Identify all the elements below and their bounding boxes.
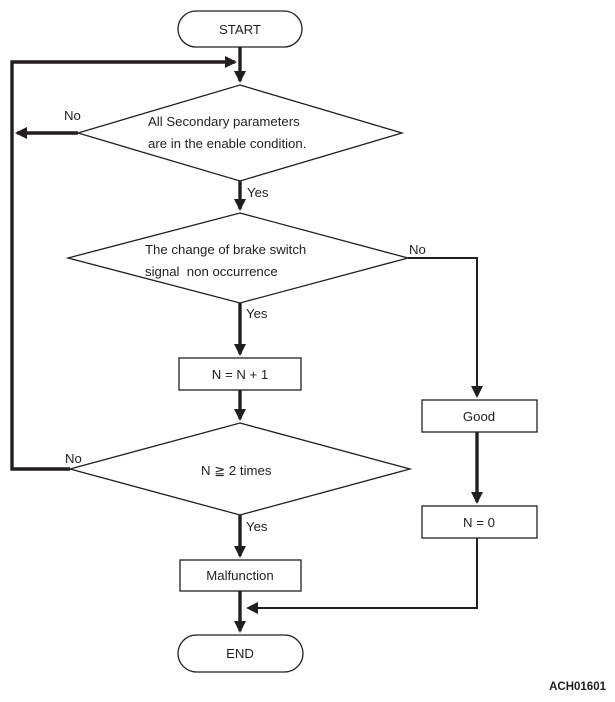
end-node (177, 634, 304, 673)
end-label: END (226, 646, 254, 661)
start-node (177, 10, 303, 48)
label-count-no: No (65, 451, 82, 466)
arrow-brake-switch-no (408, 257, 483, 398)
label-parameters-yes: Yes (247, 185, 269, 200)
check-parameters-label-line1: All Secondary parameters (148, 114, 300, 129)
label-parameters-no: No (64, 108, 81, 123)
reset-counter-box (421, 505, 538, 539)
label-brake-switch-no: No (409, 242, 426, 257)
malfunction-label: Malfunction (206, 568, 273, 583)
check-count-decision (67, 422, 413, 516)
check-brake-switch-label-line1: The change of brake switch (145, 242, 306, 257)
arrow-reset-to-end-merge (246, 538, 478, 614)
check-parameters-decision (75, 84, 405, 182)
increment-counter-box (178, 357, 302, 391)
check-parameters-label-line2: are in the enable condition. (148, 136, 306, 151)
label-count-yes: Yes (246, 519, 268, 534)
good-label: Good (463, 409, 495, 424)
start-label: START (219, 22, 261, 37)
good-box (421, 399, 538, 433)
malfunction-box (179, 559, 302, 592)
check-count-label: N ≧ 2 times (201, 463, 272, 478)
check-brake-switch-label-line2: signal non occurrence (145, 264, 278, 279)
loop-return-arrow (10, 56, 237, 471)
increment-counter-label: N = N + 1 (212, 367, 268, 382)
check-brake-switch-decision (65, 212, 411, 304)
figure-code: ACH01601 (549, 681, 606, 693)
reset-counter-label: N = 0 (463, 515, 495, 530)
label-brake-switch-yes: Yes (246, 306, 268, 321)
